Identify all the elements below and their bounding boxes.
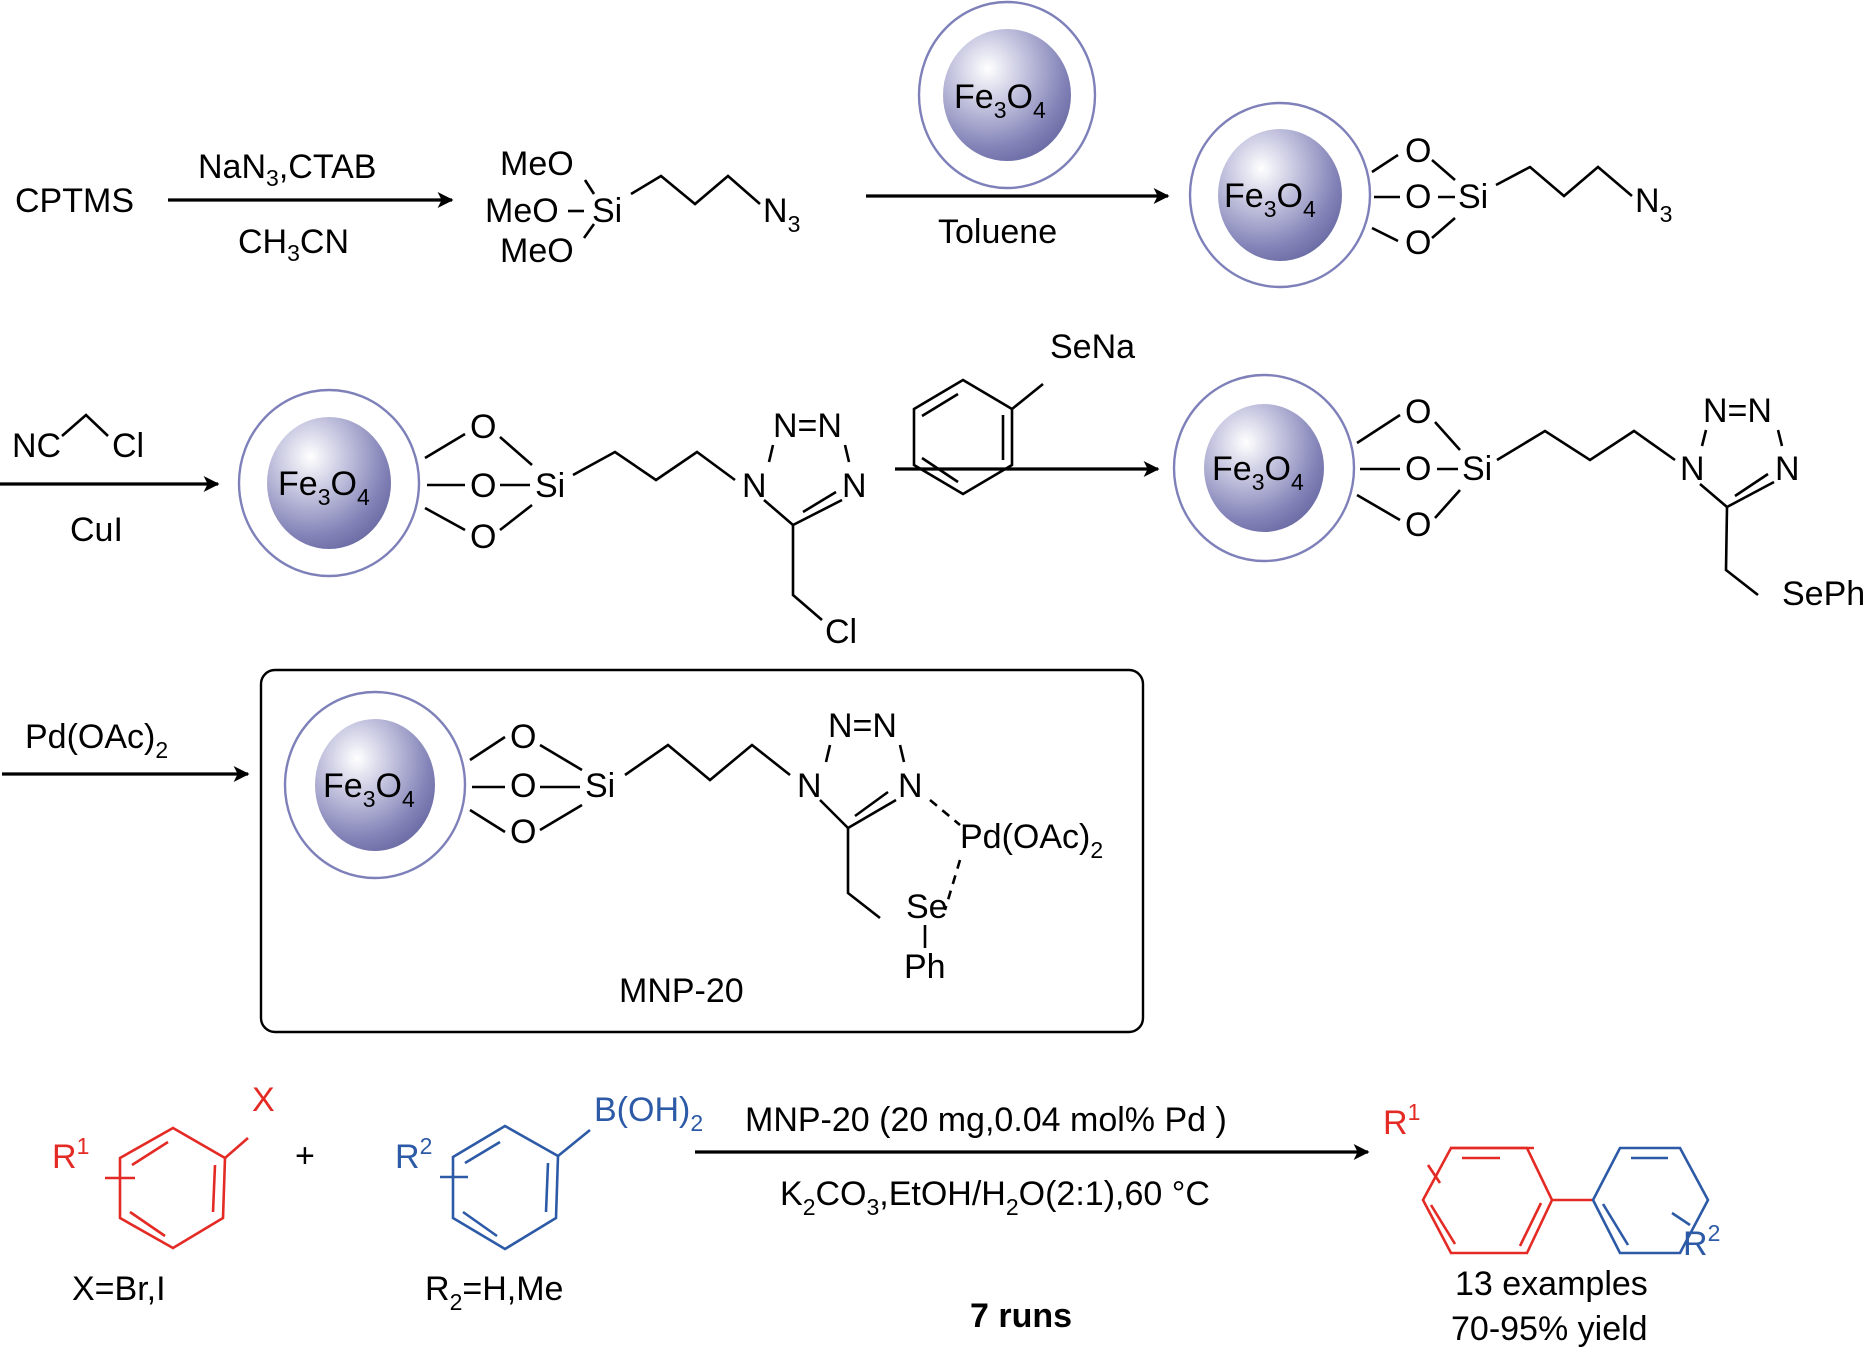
svg-text:O: O bbox=[1405, 506, 1431, 544]
svg-text:Si: Si bbox=[535, 467, 565, 505]
step1-reagent-above: NaN3,CTAB bbox=[198, 148, 376, 191]
svg-text:N=N: N=N bbox=[1703, 392, 1772, 430]
svg-text:R1: R1 bbox=[1383, 1099, 1420, 1142]
svg-text:X: X bbox=[252, 1081, 275, 1119]
svg-text:Fe3O4: Fe3O4 bbox=[954, 78, 1046, 123]
svg-text:Si: Si bbox=[1458, 178, 1488, 216]
recycling-runs: 7 runs bbox=[970, 1297, 1072, 1335]
aryl-halide: X R1 bbox=[52, 1081, 275, 1250]
fe3o4-chloromethyl-tetrazole-intermediate: Fe3O4 O O O Si N N=N N Cl bbox=[237, 388, 867, 651]
plus-sign: + bbox=[295, 1137, 315, 1175]
svg-text:N=N: N=N bbox=[773, 407, 842, 445]
svg-text:R2: R2 bbox=[1683, 1220, 1720, 1263]
svg-text:Si: Si bbox=[1462, 450, 1492, 488]
svg-text:MeO: MeO bbox=[500, 232, 574, 270]
svg-text:SeNa: SeNa bbox=[1050, 328, 1135, 366]
svg-text:R2: R2 bbox=[395, 1133, 432, 1176]
svg-text:O: O bbox=[470, 467, 496, 505]
svg-text:N3: N3 bbox=[763, 192, 800, 237]
svg-text:O: O bbox=[470, 408, 496, 446]
svg-text:Fe3O4: Fe3O4 bbox=[323, 767, 415, 812]
svg-text:MeO: MeO bbox=[500, 145, 574, 183]
catalyst-name: MNP-20 bbox=[619, 972, 744, 1010]
biphenyl-product: R1 R2 bbox=[1383, 1099, 1720, 1263]
svg-text:Si: Si bbox=[592, 192, 622, 230]
svg-text:Fe3O4: Fe3O4 bbox=[278, 465, 370, 510]
examples-count: 13 examples bbox=[1455, 1265, 1648, 1303]
boronic-scope-note: R2=H,Me bbox=[425, 1270, 563, 1315]
svg-text:O: O bbox=[1405, 393, 1431, 431]
sodium-benzeneselenolate: SeNa bbox=[912, 328, 1135, 496]
svg-text:O: O bbox=[510, 767, 536, 805]
svg-text:O: O bbox=[1405, 450, 1431, 488]
step2-solvent: Toluene bbox=[938, 213, 1057, 251]
svg-text:N=N: N=N bbox=[828, 707, 897, 745]
chloroacetonitrile: NC Cl bbox=[12, 413, 144, 465]
cptms-label: CPTMS bbox=[15, 182, 134, 220]
svg-text:N: N bbox=[1775, 450, 1800, 488]
coupling-conditions-above: MNP-20 (20 mg,0.04 mol% Pd ) bbox=[745, 1101, 1227, 1139]
svg-text:Ph: Ph bbox=[904, 948, 946, 986]
svg-text:Cl: Cl bbox=[825, 613, 857, 651]
svg-text:O: O bbox=[470, 518, 496, 556]
svg-text:N: N bbox=[742, 467, 767, 505]
step1-reagent-below: CH3CN bbox=[238, 223, 349, 266]
step3-catalyst: CuI bbox=[70, 511, 123, 549]
fe3o4-azide-intermediate: Fe3O4 O O O Si N3 bbox=[1188, 101, 1672, 289]
coupling-conditions-below: K2CO3,EtOH/H2O(2:1),60 °C bbox=[780, 1175, 1210, 1220]
azidopropyl-trimethoxysilane: MeO MeO MeO Si N3 bbox=[485, 145, 800, 270]
svg-text:Pd(OAc)2: Pd(OAc)2 bbox=[960, 818, 1103, 863]
svg-text:SePh: SePh bbox=[1782, 575, 1865, 613]
svg-text:MeO: MeO bbox=[485, 192, 559, 230]
svg-text:O: O bbox=[1405, 132, 1431, 170]
mnp-20-catalyst-structure: Fe3O4 O O O Si N N=N N Pd(OAc)2 Se Ph bbox=[283, 690, 1103, 986]
svg-text:N3: N3 bbox=[1635, 182, 1672, 227]
svg-text:NC: NC bbox=[12, 427, 61, 465]
yield-range: 70-95% yield bbox=[1451, 1310, 1648, 1348]
svg-text:O: O bbox=[510, 718, 536, 756]
svg-text:O: O bbox=[510, 813, 536, 851]
svg-text:O: O bbox=[1405, 224, 1431, 262]
arylboronic-acid: B(OH)2 R2 bbox=[395, 1091, 703, 1251]
svg-text:O: O bbox=[1405, 178, 1431, 216]
svg-text:Fe3O4: Fe3O4 bbox=[1212, 450, 1304, 495]
svg-text:Se: Se bbox=[906, 888, 948, 926]
svg-text:Fe3O4: Fe3O4 bbox=[1224, 177, 1316, 222]
svg-text:N: N bbox=[1680, 450, 1705, 488]
svg-text:Cl: Cl bbox=[112, 427, 144, 465]
svg-text:Si: Si bbox=[585, 767, 615, 805]
svg-text:N: N bbox=[898, 767, 923, 805]
catalyst-highlight-box bbox=[259, 668, 1145, 1034]
svg-text:R1: R1 bbox=[52, 1133, 89, 1176]
fe3o4-phenylselenomethyl-tetrazole-intermediate: Fe3O4 O O O Si N N=N N SePh bbox=[1172, 373, 1865, 613]
svg-text:B(OH)2: B(OH)2 bbox=[594, 1091, 703, 1136]
fe3o4-nanoparticle-reagent: Fe3O4 bbox=[917, 0, 1097, 190]
svg-text:N: N bbox=[797, 767, 822, 805]
svg-text:N: N bbox=[842, 467, 867, 505]
step5-reagent: Pd(OAc)2 bbox=[25, 718, 168, 763]
halide-scope-note: X=Br,I bbox=[72, 1270, 166, 1308]
